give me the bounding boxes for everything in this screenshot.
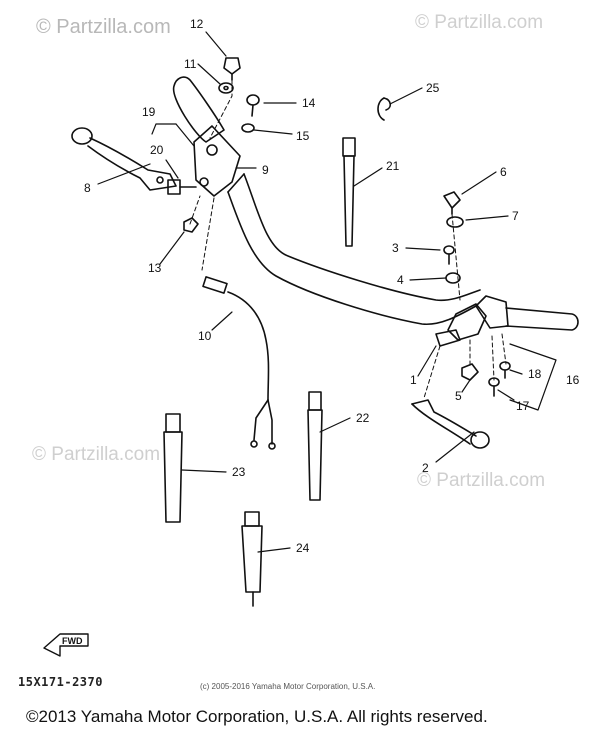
- callout-17: 17: [516, 399, 530, 413]
- bolt-18-part: [499, 361, 511, 379]
- bracket-lines: [151, 123, 557, 411]
- switch-cable-part: [202, 276, 276, 450]
- callout-5: 5: [455, 389, 462, 403]
- watermark-top-left: © Partzilla.com: [36, 16, 171, 38]
- cable-tie-23-part: [163, 413, 183, 523]
- lever-holder-right-part: [435, 303, 487, 347]
- washer-11-part: [218, 82, 234, 94]
- callout-18: 18: [528, 367, 542, 381]
- assembly-lines: [189, 79, 507, 399]
- callout-1: 1: [410, 373, 417, 387]
- washer-7-part: [446, 216, 464, 228]
- fwd-label: FWD: [62, 636, 83, 646]
- callout-20: 20: [150, 143, 164, 157]
- handlebar-part: [227, 173, 481, 326]
- nut-5-part: [461, 363, 479, 381]
- leader-lines: [97, 31, 523, 553]
- callout-2: 2: [422, 461, 429, 475]
- brake-lever-part: [411, 399, 490, 449]
- callout-10: 10: [198, 329, 212, 343]
- cable-tie-21-part: [342, 137, 356, 247]
- bolt-20-part: [167, 179, 197, 195]
- watermark-mid-right: © Partzilla.com: [417, 470, 546, 491]
- callout-3: 3: [392, 241, 399, 255]
- callout-19: 19: [142, 105, 156, 119]
- screw-14-part: [246, 94, 260, 117]
- callout-21: 21: [386, 159, 400, 173]
- copyright-footer: ©2013 Yamaha Motor Corporation, U.S.A. A…: [26, 707, 488, 726]
- callout-16: 16: [566, 373, 580, 387]
- clip-25-part: [377, 97, 392, 121]
- right-grip-part: [475, 295, 579, 331]
- copyright-credit: (c) 2005-2016 Yamaha Motor Corporation, …: [200, 682, 376, 691]
- callout-25: 25: [426, 81, 440, 95]
- screw-3-part: [443, 245, 455, 265]
- callout-22: 22: [356, 411, 370, 425]
- diagram-number: 15X171-2370: [18, 675, 103, 689]
- callout-12: 12: [190, 17, 204, 31]
- callout-24: 24: [296, 541, 310, 555]
- callout-7: 7: [512, 209, 519, 223]
- lever-holder-left-part: [193, 125, 241, 197]
- callout-8: 8: [84, 181, 91, 195]
- bolt-6-part: [443, 191, 461, 215]
- callout-4: 4: [397, 273, 404, 287]
- cable-tie-22-part: [307, 391, 323, 501]
- left-grip-part: [172, 76, 225, 143]
- watermark-mid-left: © Partzilla.com: [32, 444, 161, 465]
- callout-6: 6: [500, 165, 507, 179]
- bolt-17-part: [488, 377, 500, 397]
- washer-15-part: [241, 123, 255, 133]
- callout-13: 13: [148, 261, 162, 275]
- fwd-arrow-icon: FWD: [43, 633, 89, 657]
- bolt-12-part: [223, 57, 241, 81]
- callout-15: 15: [296, 129, 310, 143]
- callout-14: 14: [302, 96, 316, 110]
- nut-13-part: [183, 217, 199, 233]
- callout-23: 23: [232, 465, 246, 479]
- band-24-part: [241, 511, 263, 607]
- callout-9: 9: [262, 163, 269, 177]
- watermark-top-right: © Partzilla.com: [415, 12, 544, 33]
- callout-labels: 1 2 3 4 5 6 7 8 9 10 11 12 13 14 15 16 1…: [84, 17, 580, 555]
- callout-11: 11: [184, 57, 197, 71]
